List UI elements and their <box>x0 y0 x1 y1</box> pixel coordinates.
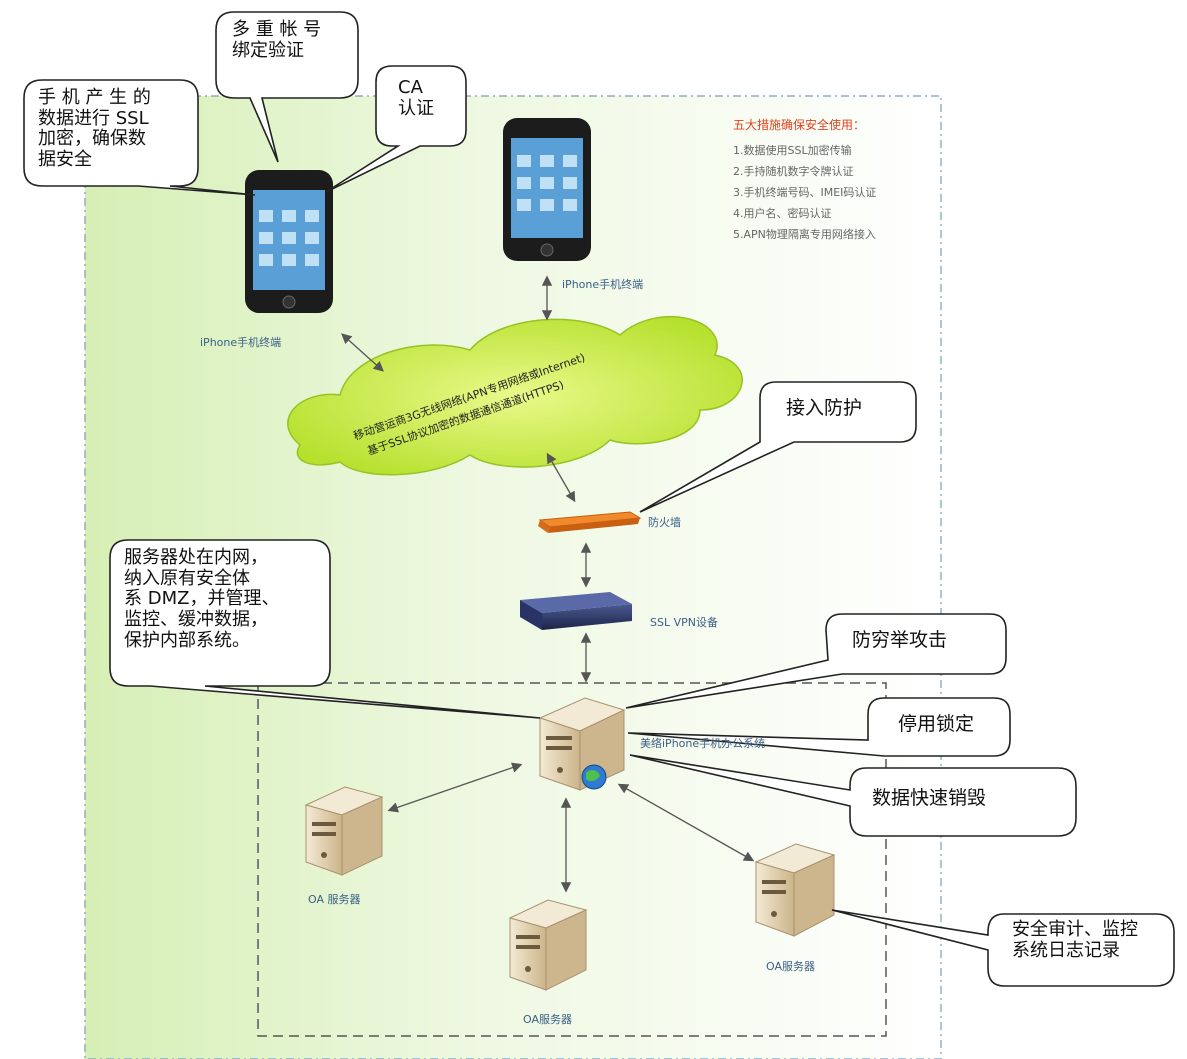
oa-server-bottom-icon <box>508 899 588 991</box>
callout-server-dmz <box>109 539 541 719</box>
callout-data-destroy <box>629 754 1077 837</box>
callout-ca <box>325 65 467 193</box>
main-server-label: 美络iPhone手机办公系统 <box>640 737 766 750</box>
oa-server-left-label: OA 服务器 <box>308 893 361 906</box>
oa-server-right-icon <box>754 843 836 937</box>
callout-anti-exhaustive <box>625 613 1007 709</box>
arrow-cloud-firewall <box>546 452 576 503</box>
network-cloud-icon <box>287 315 743 476</box>
oa-server-right-label: OA服务器 <box>766 960 815 973</box>
arrow-phone-left-cloud <box>341 333 384 372</box>
callout-disable-lock-text: 停用锁定 <box>898 713 975 735</box>
callout-multi-account <box>215 11 359 163</box>
callout-anti-exhaustive-text: 防穷举攻击 <box>852 629 948 651</box>
iphone-left-label: iPhone手机终端 <box>200 336 282 349</box>
callout-access-protect <box>639 381 917 513</box>
callout-multi-account-text: 多 重 帐 号 绑定验证 <box>232 19 322 61</box>
security-rules-title: 五大措施确保安全使用： <box>733 118 866 132</box>
iphone-right-icon <box>503 118 591 261</box>
firewall-label: 防火墙 <box>648 516 681 529</box>
oa-server-bottom-label: OA服务器 <box>523 1013 572 1026</box>
callout-ca-text: CA 认证 <box>398 77 434 119</box>
security-rule-4: 4.用户名、密码认证 <box>733 207 832 220</box>
callout-disable-lock <box>627 697 1011 757</box>
callout-ssl <box>23 79 256 196</box>
callout-data-destroy-text: 数据快速销毁 <box>872 787 987 809</box>
security-rule-2: 2.手持随机数字令牌认证 <box>733 165 854 178</box>
callout-server-dmz-text: 服务器处在内网， 纳入原有安全体 系 DMZ，并管理、 监控、缓冲数据， 保护内… <box>124 547 280 651</box>
iphone-left-icon <box>245 170 333 313</box>
outer-boundary <box>84 95 942 1059</box>
callout-audit-text: 安全审计、监控 系统日志记录 <box>1012 919 1138 961</box>
security-rule-3: 3.手机终端号码、IMEI码认证 <box>733 186 877 199</box>
oa-server-left-icon <box>304 786 384 876</box>
callout-audit <box>831 909 1175 987</box>
ssl-vpn-label: SSL VPN设备 <box>650 616 718 629</box>
callout-access-protect-text: 接入防护 <box>786 397 863 419</box>
ssl-vpn-icon <box>520 592 632 630</box>
main-server-icon <box>538 697 626 791</box>
arrow-server-oa-right <box>617 783 755 862</box>
security-rule-5: 5.APN物理隔离专用网络接入 <box>733 228 876 241</box>
callout-ssl-text: 手 机 产 生 的 数据进行 SSL 加密，确保数 据安全 <box>38 87 151 171</box>
arrow-server-oa-left <box>387 762 523 813</box>
dmz-boundary <box>257 682 887 1037</box>
iphone-right-label: iPhone手机终端 <box>562 278 644 291</box>
security-rule-1: 1.数据使用SSL加密传输 <box>733 144 852 157</box>
